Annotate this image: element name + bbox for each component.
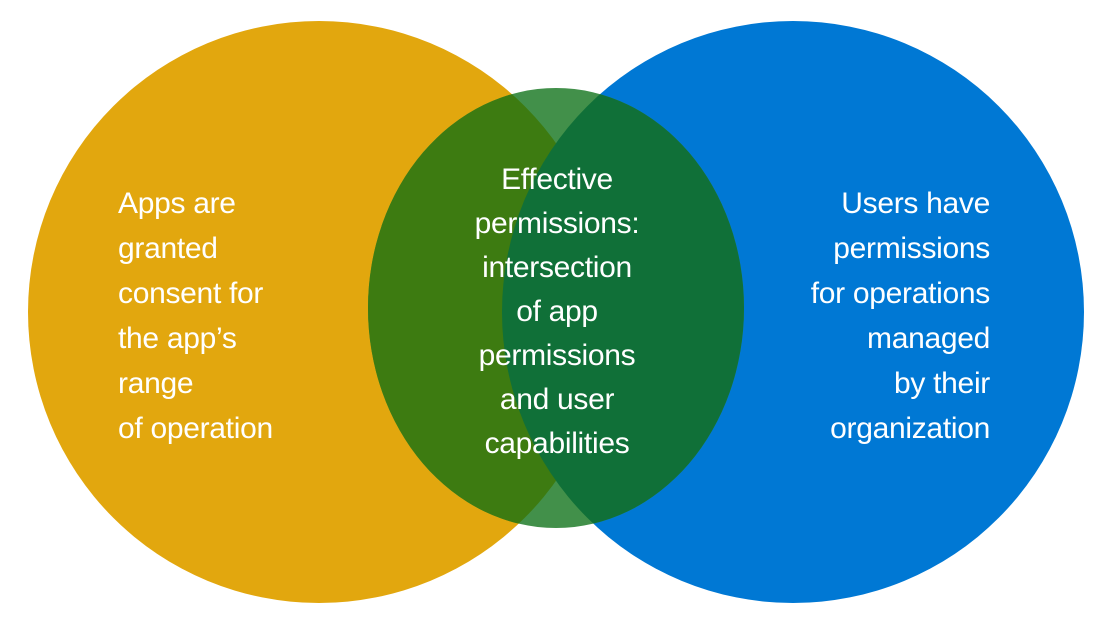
overlap-text-line: and user — [499, 383, 615, 416]
right-text-line: by their — [894, 367, 990, 400]
left-text-line: of operation — [118, 412, 273, 445]
overlap-text: Effective permissions: intersection of a… — [475, 158, 640, 466]
left-text-line: consent for — [118, 277, 264, 310]
left-text-line: Apps are — [118, 187, 236, 220]
overlap-text-line: permissions: — [474, 207, 640, 240]
left-text-line: granted — [118, 232, 218, 265]
overlap-text-line: capabilities — [484, 427, 630, 460]
left-text-line: range — [118, 367, 194, 400]
right-text-line: for operations — [810, 277, 991, 310]
left-circle-text: Apps are granted consent for the app’s r… — [118, 181, 273, 451]
overlap-text-line: permissions — [478, 339, 636, 372]
overlap-text-line: of app — [516, 295, 598, 328]
right-circle-text: Users have permissions for operations ma… — [810, 181, 991, 451]
overlap-text-line: intersection — [482, 251, 632, 284]
left-text-line: the app’s — [118, 322, 237, 355]
right-text-line: permissions — [833, 232, 990, 265]
right-text-line: managed — [867, 322, 990, 355]
right-text-line: organization — [830, 412, 990, 445]
overlap-text-line: Effective — [501, 163, 613, 196]
overlap-over-right-region — [502, 88, 744, 528]
right-text-line: Users have — [841, 187, 990, 220]
